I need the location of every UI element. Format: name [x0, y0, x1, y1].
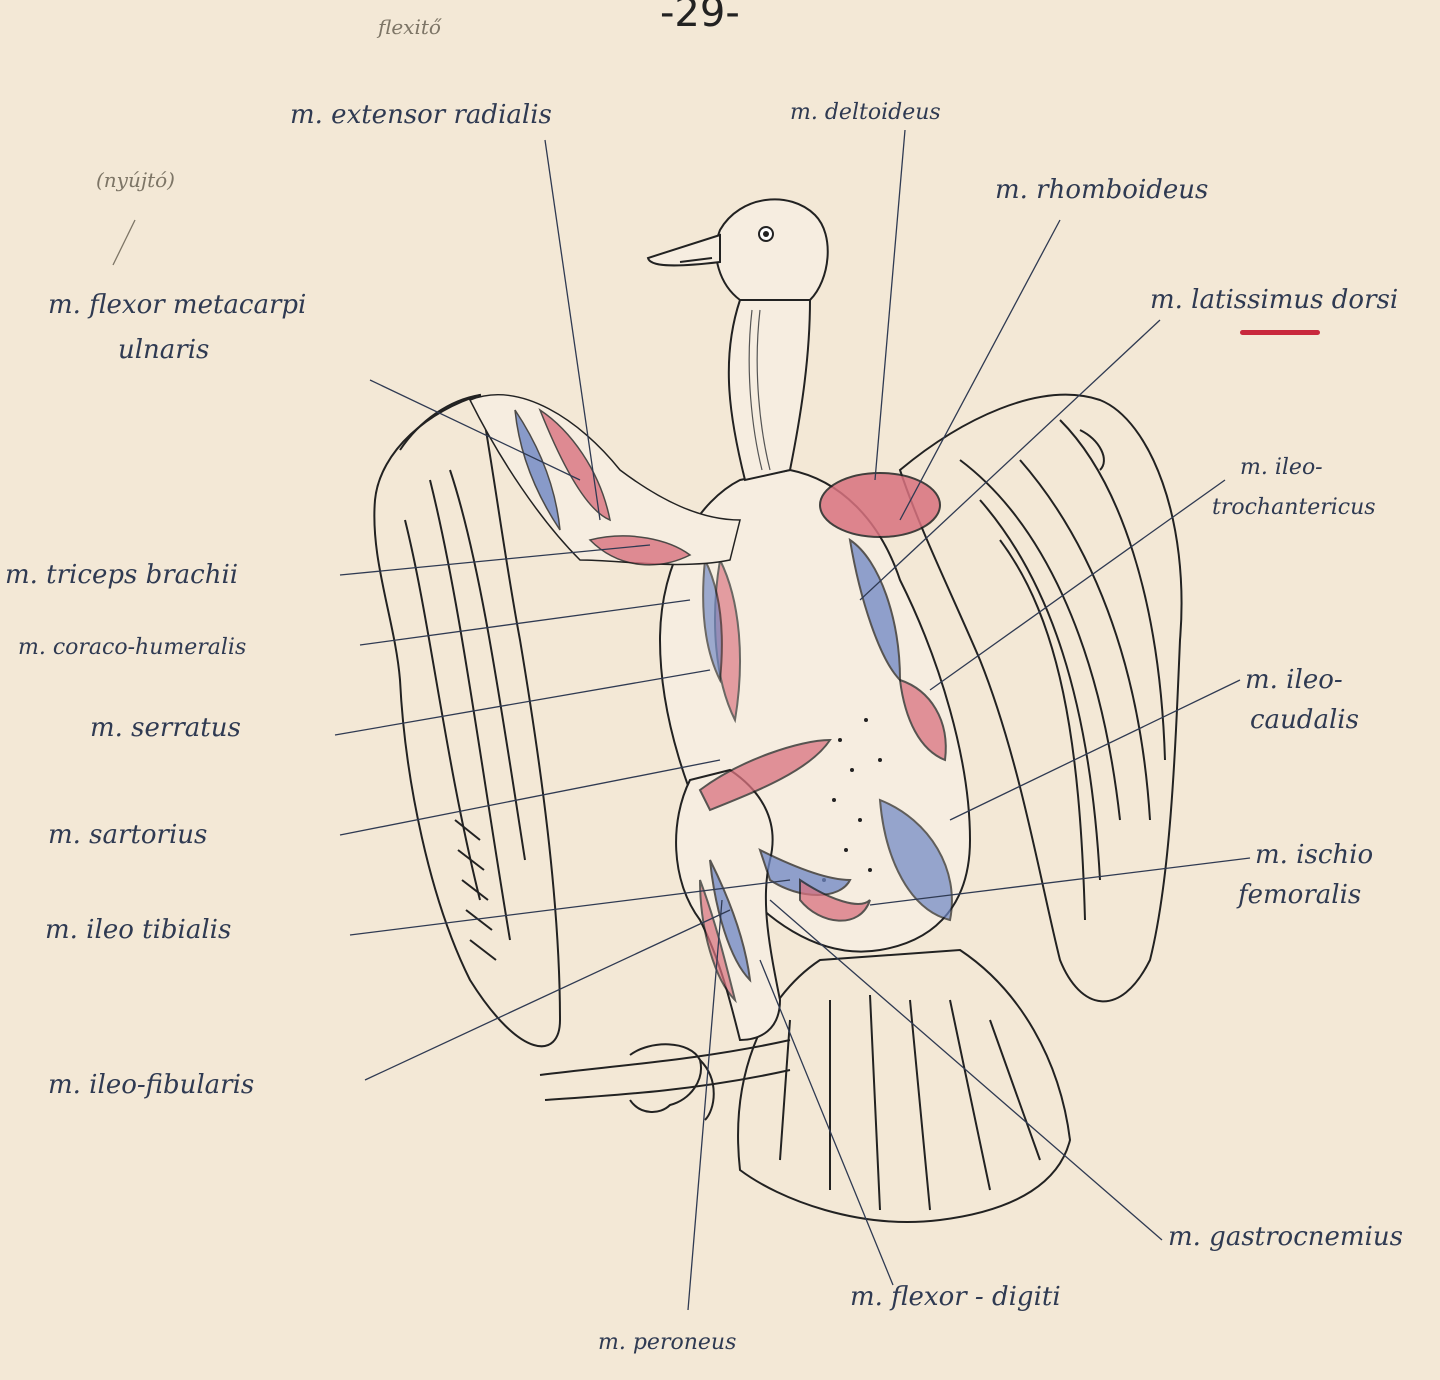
label-flexor-digiti: m. flexor - digiti	[850, 1282, 1061, 1312]
left-arm-muscles	[470, 395, 740, 565]
leader-ileo-fib	[365, 910, 730, 1080]
leader-rhomboideus	[900, 220, 1060, 520]
leader-gastro	[770, 900, 1162, 1240]
label-serratus: m. serratus	[90, 713, 241, 743]
pencil-note-top: flexitő	[378, 12, 441, 42]
label-deltoideus: m. deltoideus	[790, 100, 941, 126]
leader-ileo-caud	[950, 680, 1240, 820]
leader-peroneus	[688, 900, 722, 1310]
label-ileo-fibularis: m. ileo-fibularis	[48, 1070, 254, 1100]
label-latissimus-dorsi: m. latissimus dorsi	[1150, 285, 1398, 315]
pencil-note-left: (nyújtó)	[96, 165, 175, 195]
label-flexor-metacarpi: m. flexor metacarpi	[48, 290, 306, 320]
label-coraco-humeralis: m. coraco-humeralis	[18, 635, 246, 661]
label-flexor-metacarpi-2: ulnaris	[118, 335, 209, 365]
label-ileo-caudalis: m. ileo-	[1245, 665, 1343, 695]
label-ileo-tibialis: m. ileo tibialis	[45, 915, 231, 945]
leader-serratus	[335, 670, 710, 735]
leader-sartorius	[340, 760, 720, 835]
label-triceps-brachii: m. triceps brachii	[5, 560, 238, 590]
page-number: -29-	[660, 0, 740, 36]
label-ileo-trochantericus-2: trochantericus	[1212, 495, 1376, 521]
leader-flexor-dig	[760, 960, 893, 1285]
label-sartorius: m. sartorius	[48, 820, 207, 850]
leader-deltoideus	[875, 130, 905, 480]
leader-coraco	[360, 600, 690, 645]
red-underline	[1240, 330, 1320, 335]
label-rhomboideus: m. rhomboideus	[995, 175, 1208, 205]
label-ileo-trochantericus: m. ileo-	[1240, 455, 1323, 481]
label-gastrocnemius: m. gastrocnemius	[1168, 1222, 1403, 1252]
label-ischio-femoralis-2: femoralis	[1238, 880, 1361, 910]
leader-pencil	[113, 220, 135, 265]
label-ileo-caudalis-2: caudalis	[1250, 705, 1359, 735]
label-ischio-femoralis: m. ischio	[1255, 840, 1373, 870]
tail	[738, 950, 1070, 1222]
label-extensor-radialis: m. extensor radialis	[290, 100, 552, 130]
head-and-neck	[648, 199, 828, 480]
label-peroneus: m. peroneus	[598, 1330, 736, 1356]
